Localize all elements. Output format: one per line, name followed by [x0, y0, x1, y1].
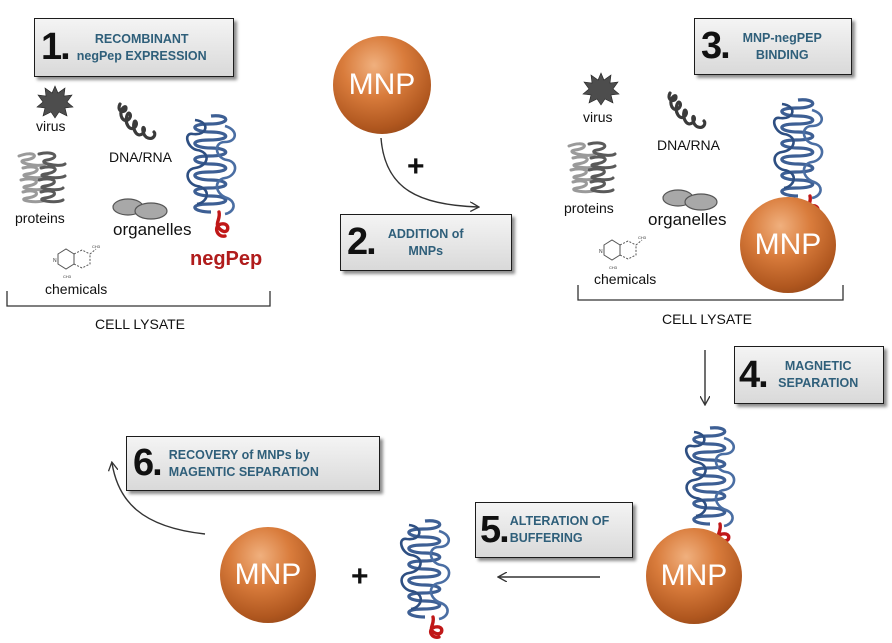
dna-label: DNA/RNA: [109, 149, 173, 165]
step-5-label: ALTERATION OF BUFFERING: [509, 514, 610, 545]
step-1-label: RECOMBINANT negPep EXPRESSION: [76, 31, 207, 63]
svg-text:CH3: CH3: [609, 265, 618, 270]
arrow-recovery: [112, 463, 206, 535]
svg-text:CH3: CH3: [63, 274, 72, 279]
virus-icon: [36, 85, 74, 119]
mnp-particle-recovered: MNP: [220, 527, 316, 623]
lysate-bracket-right: [577, 285, 844, 301]
virus-label: virus: [36, 118, 66, 134]
negpep-label: negPep: [190, 248, 263, 270]
mnp-label: MNP: [348, 68, 416, 101]
virus-label: virus: [583, 109, 613, 125]
step-6-number: 6.: [133, 442, 163, 484]
step-4-box: 4. MAGNETIC SEPARATION: [734, 346, 884, 404]
organelles-icon: [112, 198, 168, 220]
chemical-structure-icon: N CH3 CH3: [53, 244, 101, 279]
dna-icon: [667, 91, 707, 129]
step-5-number: 5.: [480, 508, 510, 551]
negpep-peptide-icon: [185, 114, 237, 238]
dna-icon: [117, 102, 157, 140]
mnp-label: MNP: [234, 558, 302, 591]
mnp-label: MNP: [660, 559, 728, 592]
svg-text:N: N: [599, 249, 603, 255]
negpep-peptide-icon: [399, 519, 451, 639]
proteins-label: proteins: [15, 210, 65, 226]
chemicals-label: chemicals: [594, 271, 657, 287]
proteins-label: proteins: [564, 200, 614, 216]
arrow-add-mnp: [380, 137, 478, 207]
organelles-icon: [662, 189, 718, 211]
plus-sign-top: +: [407, 150, 425, 183]
mnp-particle-separated: MNP: [646, 528, 742, 624]
step-2-label: ADDITION of MNPs: [387, 226, 464, 258]
organelles-label: organelles: [648, 210, 727, 229]
svg-text:N: N: [53, 258, 57, 264]
step-3-box: 3. MNP-negPEP BINDING: [694, 18, 852, 75]
step-3-label: MNP-negPEP BINDING: [742, 30, 822, 62]
proteins-icon: [567, 141, 617, 194]
step-4-label: MAGNETIC SEPARATION: [778, 359, 859, 390]
step-6-box: 6. RECOVERY of MNPs by MAGENTIC SEPARATI…: [126, 436, 380, 491]
step-4-number: 4.: [739, 353, 769, 396]
cell-lysate-label-left: CELL LYSATE: [95, 316, 186, 332]
step-1-number: 1.: [41, 26, 71, 68]
mnp-label: MNP: [754, 228, 822, 261]
step-2-number: 2.: [347, 221, 377, 263]
step-1-box: 1. RECOMBINANT negPep EXPRESSION: [34, 18, 234, 77]
step-5-box: 5. ALTERATION OF BUFFERING: [475, 502, 633, 558]
step-3-number: 3.: [701, 25, 731, 67]
cell-lysate-label-right: CELL LYSATE: [662, 311, 753, 327]
virus-icon: [582, 72, 620, 106]
organelles-label: organelles: [113, 220, 192, 239]
svg-text:CH3: CH3: [638, 235, 647, 240]
negpep-peptide-icon: [684, 426, 736, 546]
chemical-structure-icon: N CH3 CH3: [599, 235, 647, 270]
mnp-particle-top: MNP: [333, 36, 431, 134]
proteins-icon: [17, 151, 67, 204]
step-6-label: RECOVERY of MNPs by MAGENTIC SEPARATION: [168, 447, 319, 479]
chemicals-label: chemicals: [45, 281, 108, 297]
dna-label: DNA/RNA: [657, 137, 721, 153]
plus-sign-bottom: +: [351, 560, 369, 593]
lysate-bracket-left: [6, 291, 271, 307]
step-2-box: 2. ADDITION of MNPs: [340, 214, 512, 271]
mnp-particle-bound: MNP: [740, 197, 836, 293]
svg-text:CH3: CH3: [92, 244, 101, 249]
